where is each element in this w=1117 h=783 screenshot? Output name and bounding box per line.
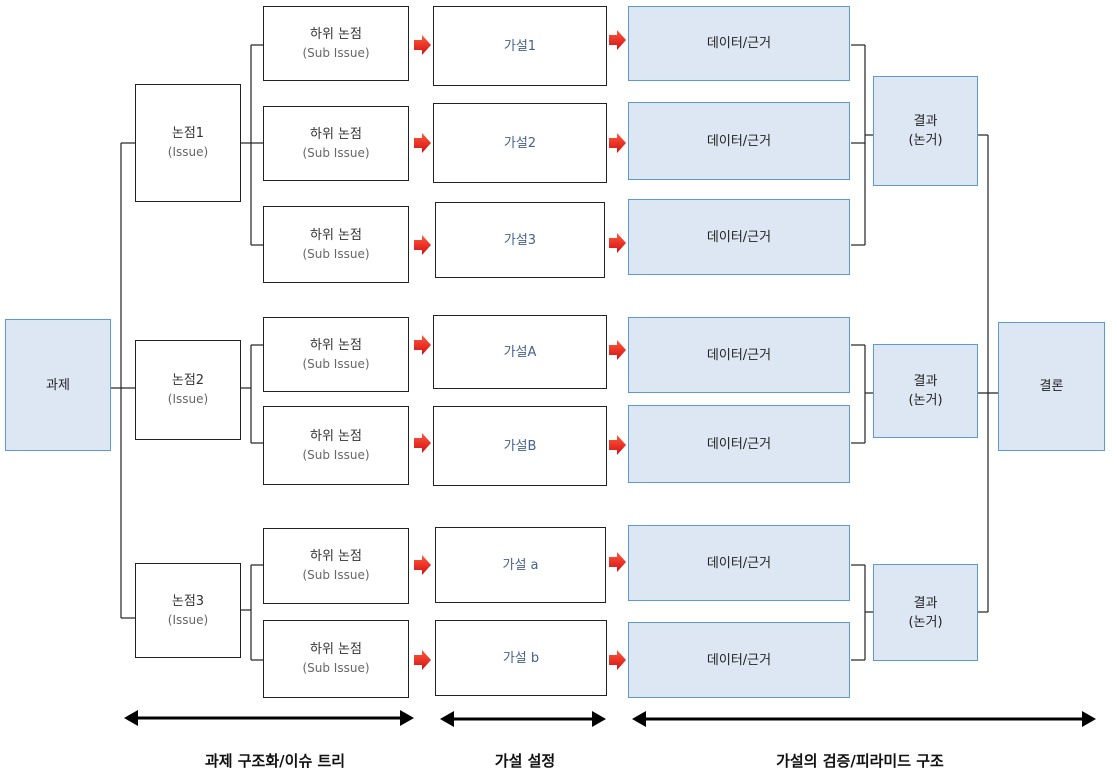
arrow-icon — [609, 552, 626, 572]
task-box: 과제 — [5, 319, 111, 451]
hypothesis-box-5: 가설B — [433, 406, 607, 486]
hypothesis-label: 가설 a — [502, 557, 539, 573]
result-box-2: 결과 (논거) — [873, 344, 978, 438]
sub-issue-box-5: 하위 논점 (Sub Issue) — [263, 406, 409, 485]
arrow-icon — [414, 650, 431, 670]
hypothesis-label: 가설1 — [503, 38, 537, 54]
data-box-1: 데이터/근거 — [628, 6, 850, 81]
issue-tree-section-label: 과제 구조화/이슈 트리 — [204, 752, 346, 770]
data-box-6: 데이터/근거 — [628, 525, 850, 601]
pyramid-range-arrow — [632, 711, 1096, 727]
sub-issue-box-7: 하위 논점 (Sub Issue) — [263, 620, 409, 698]
arrow-icon — [609, 435, 626, 455]
result-box-3: 결과 (논거) — [873, 564, 978, 661]
hypothesis-box-7: 가설 b — [435, 620, 607, 696]
arrow-icon — [609, 30, 626, 50]
sub-issue-title: 하위 논점 — [310, 227, 362, 243]
issue-title: 논점3 — [171, 593, 205, 609]
hypothesis-label: 가설3 — [503, 232, 537, 248]
sub-issue-sub: (Sub Issue) — [302, 568, 370, 582]
arrow-icon — [609, 233, 626, 253]
conclusion-label: 결론 — [1039, 379, 1064, 394]
arrow-icon — [414, 235, 431, 255]
issue-sub: (Issue) — [167, 612, 209, 627]
result-title: 결과 — [913, 374, 938, 389]
issue-sub: (Issue) — [167, 392, 209, 406]
sub-issue-box-1: 하위 논점 (Sub Issue) — [263, 6, 409, 81]
data-label: 데이터/근거 — [706, 229, 772, 245]
data-box-4: 데이터/근거 — [628, 317, 850, 393]
data-label: 데이터/근거 — [706, 652, 772, 668]
issue-box-3: 논점3 (Issue) — [135, 563, 241, 658]
sub-issue-title: 하위 논점 — [310, 26, 362, 42]
arrow-icon — [414, 433, 431, 453]
sub-issue-sub: (Sub Issue) — [302, 45, 370, 60]
arrow-icon — [414, 555, 431, 575]
sub-issue-sub: (Sub Issue) — [302, 246, 370, 261]
sub-issue-box-6: 하위 논점 (Sub Issue) — [263, 528, 409, 604]
sub-issue-box-4: 하위 논점 (Sub Issue) — [263, 317, 409, 392]
data-box-2: 데이터/근거 — [628, 102, 850, 180]
hypothesis-label: 가설B — [503, 438, 537, 454]
issue-tree-range-arrow — [124, 710, 414, 726]
data-label: 데이터/근거 — [706, 36, 772, 51]
result-sub: (논거) — [908, 133, 943, 148]
flow-arrows — [414, 30, 626, 670]
data-box-7: 데이터/근거 — [628, 622, 850, 698]
hypothesis-box-4: 가설A — [433, 315, 607, 389]
result-title: 결과 — [913, 595, 938, 611]
hypothesis-label: 가설2 — [503, 135, 537, 151]
issue-box-2: 논점2 (Issue) — [135, 340, 241, 440]
pyramid-section-label: 가설의 검증/피라미드 구조 — [776, 752, 944, 770]
sub-issue-title: 하위 논점 — [310, 337, 362, 353]
arrow-icon — [414, 335, 431, 355]
result-box-1: 결과 (논거) — [873, 76, 978, 186]
data-label: 데이터/근거 — [706, 133, 772, 149]
sub-issue-title: 하위 논점 — [310, 642, 362, 657]
data-label: 데이터/근거 — [706, 555, 772, 571]
issue-title: 논점1 — [171, 126, 205, 141]
result-sub: (논거) — [908, 393, 943, 408]
sub-issue-sub: (Sub Issue) — [302, 356, 370, 371]
hypothesis-label: 가설A — [503, 344, 537, 360]
hypothesis-label: 가설 b — [502, 650, 540, 666]
data-box-5: 데이터/근거 — [628, 405, 850, 483]
issue-sub: (Issue) — [167, 145, 209, 159]
arrow-icon — [609, 133, 626, 153]
hypothesis-box-1: 가설1 — [433, 6, 607, 86]
hypothesis-box-2: 가설2 — [433, 103, 607, 183]
result-title: 결과 — [913, 114, 938, 129]
hypothesis-section-label: 가설 설정 — [494, 752, 556, 770]
hypothesis-box-3: 가설3 — [435, 202, 605, 278]
sub-issue-sub: (Sub Issue) — [302, 145, 370, 160]
sub-issue-title: 하위 논점 — [310, 126, 362, 142]
task-label: 과제 — [46, 377, 70, 393]
sub-issue-box-3: 하위 논점 (Sub Issue) — [263, 206, 409, 283]
data-label: 데이터/근거 — [706, 436, 772, 452]
arrow-icon — [414, 133, 431, 153]
hypothesis-range-arrow — [440, 711, 606, 727]
sub-issue-title: 하위 논점 — [310, 428, 362, 444]
arrow-icon — [414, 35, 431, 55]
issue-box-1: 논점1 (Issue) — [135, 84, 241, 202]
data-box-3: 데이터/근거 — [628, 199, 850, 275]
sub-issue-box-2: 하위 논점 (Sub Issue) — [263, 106, 409, 181]
result-sub: (논거) — [908, 614, 943, 630]
arrow-icon — [609, 340, 626, 360]
arrow-icon — [609, 650, 626, 670]
hypothesis-box-6: 가설 a — [435, 527, 606, 603]
issue-title: 논점2 — [171, 373, 205, 388]
data-label: 데이터/근거 — [706, 347, 772, 363]
sub-issue-title: 하위 논점 — [310, 549, 362, 564]
sub-issue-sub: (Sub Issue) — [302, 661, 370, 675]
sub-issue-sub: (Sub Issue) — [302, 447, 370, 462]
conclusion-box: 결론 — [998, 322, 1105, 451]
